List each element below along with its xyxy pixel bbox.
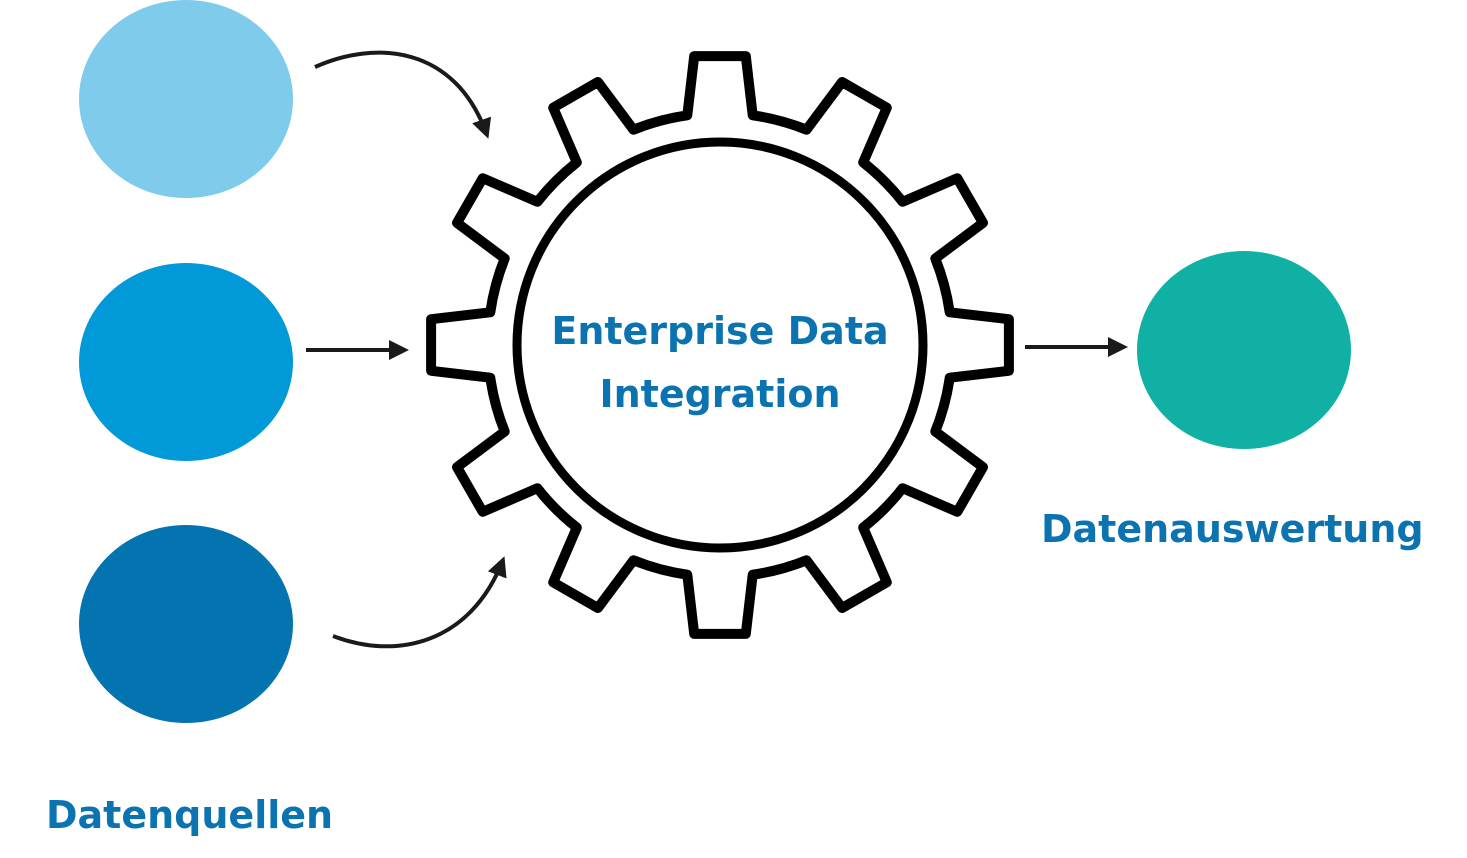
gear-inner-circle xyxy=(512,137,928,553)
data-source-3 xyxy=(79,525,293,723)
gear-icon xyxy=(426,51,1014,639)
sources-label: Datenquellen xyxy=(46,793,333,837)
center-label-line-2: Integration xyxy=(599,372,840,416)
output-label: Datenauswertung xyxy=(1041,507,1424,551)
arrow-source-1-to-gear xyxy=(314,50,492,139)
center-label-line-1: Enterprise Data xyxy=(551,309,888,353)
data-source-1 xyxy=(79,0,293,198)
data-output xyxy=(1137,251,1351,449)
data-source-2 xyxy=(79,263,293,461)
arrow-source-3-to-gear xyxy=(332,556,507,649)
